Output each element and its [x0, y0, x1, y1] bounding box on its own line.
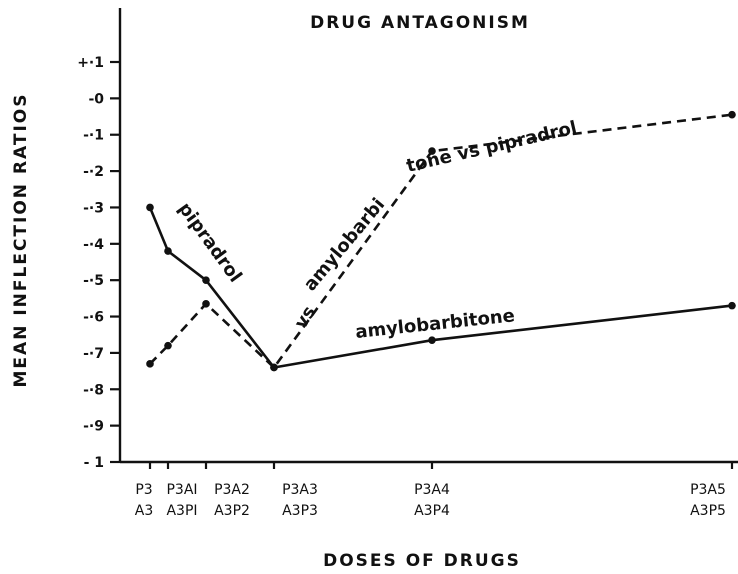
dashed-series-point	[202, 300, 210, 308]
y-tick-label: -·4	[83, 237, 104, 253]
y-ticks: +·1 -0 -·1 -·2 -·3 -·4 -·5 -·6 -·7 -·8 -·9 - 1	[77, 55, 120, 471]
x-tick-label-dose-a: P3A2	[214, 482, 250, 498]
x-tick-label-dose-b: A3P3	[282, 503, 318, 519]
dashed-series-line	[149, 113, 733, 370]
x-tick-label-dose-a: P3A4	[414, 482, 450, 498]
dashed-series-point	[164, 341, 172, 350]
y-tick-label: -·9	[83, 419, 104, 435]
x-tick-label-dose-b: A3P4	[414, 503, 450, 519]
y-tick-label: -·3	[83, 200, 104, 216]
x-axis-label: DOSES OF DRUGS	[323, 551, 521, 571]
x-tick-label-dose-a: P3	[135, 482, 152, 498]
y-axis-label: MEAN INFLECTION RATIOS	[11, 93, 31, 388]
y-tick-label: -0	[88, 91, 104, 107]
annotation-vs: vs	[290, 302, 320, 332]
solid-series-point	[728, 301, 736, 310]
dashed-series-point	[270, 363, 278, 372]
y-tick-label: -·1	[83, 128, 104, 144]
dashed-series-point	[428, 147, 436, 155]
y-tick-label: -·8	[83, 382, 104, 398]
x-tick-label-dose-b: A3P5	[690, 503, 726, 519]
x-tick-label-dose-a: P3A5	[690, 482, 726, 498]
solid-series-point	[164, 247, 172, 255]
y-tick-label: - 1	[84, 455, 104, 471]
annotation-amylobarbitone: amylobarbitone	[354, 305, 515, 343]
annotation-amylobarbitone-vs-pipradrol-1: amylobarbi	[300, 194, 389, 295]
y-tick-label: -·7	[83, 346, 104, 362]
x-tick-label-dose-b: A3P2	[214, 503, 250, 519]
annotation-amylobarbitone-vs-pipradrol-2: tone vs pipradrol	[404, 117, 578, 177]
x-tick-label-dose-b: A3	[135, 503, 153, 519]
solid-series-line	[148, 207, 733, 369]
solid-series-point	[202, 276, 210, 284]
y-tick-label: -·6	[83, 310, 104, 326]
x-tick-label-dose-a: P3A3	[282, 482, 318, 498]
solid-series-point	[428, 336, 436, 344]
y-tick-label: -·2	[83, 164, 104, 180]
x-tick-label-dose-a: P3AI	[166, 482, 197, 498]
x-tick-label-dose-b: A3PI	[166, 503, 197, 519]
chart-title: DRUG ANTAGONISM	[310, 13, 530, 33]
dashed-series-point	[146, 360, 154, 368]
y-tick-label: -·5	[83, 273, 104, 289]
annotation-pipradrol: pipradrol	[174, 199, 246, 287]
series-layer	[146, 110, 736, 372]
solid-series-point	[146, 203, 154, 212]
x-ticks: P3A3P3AIA3PIP3A2A3P2P3A3A3P3P3A4A3P4P3A5…	[135, 462, 734, 519]
dashed-series-point	[728, 110, 736, 119]
y-tick-label: +·1	[77, 55, 104, 71]
